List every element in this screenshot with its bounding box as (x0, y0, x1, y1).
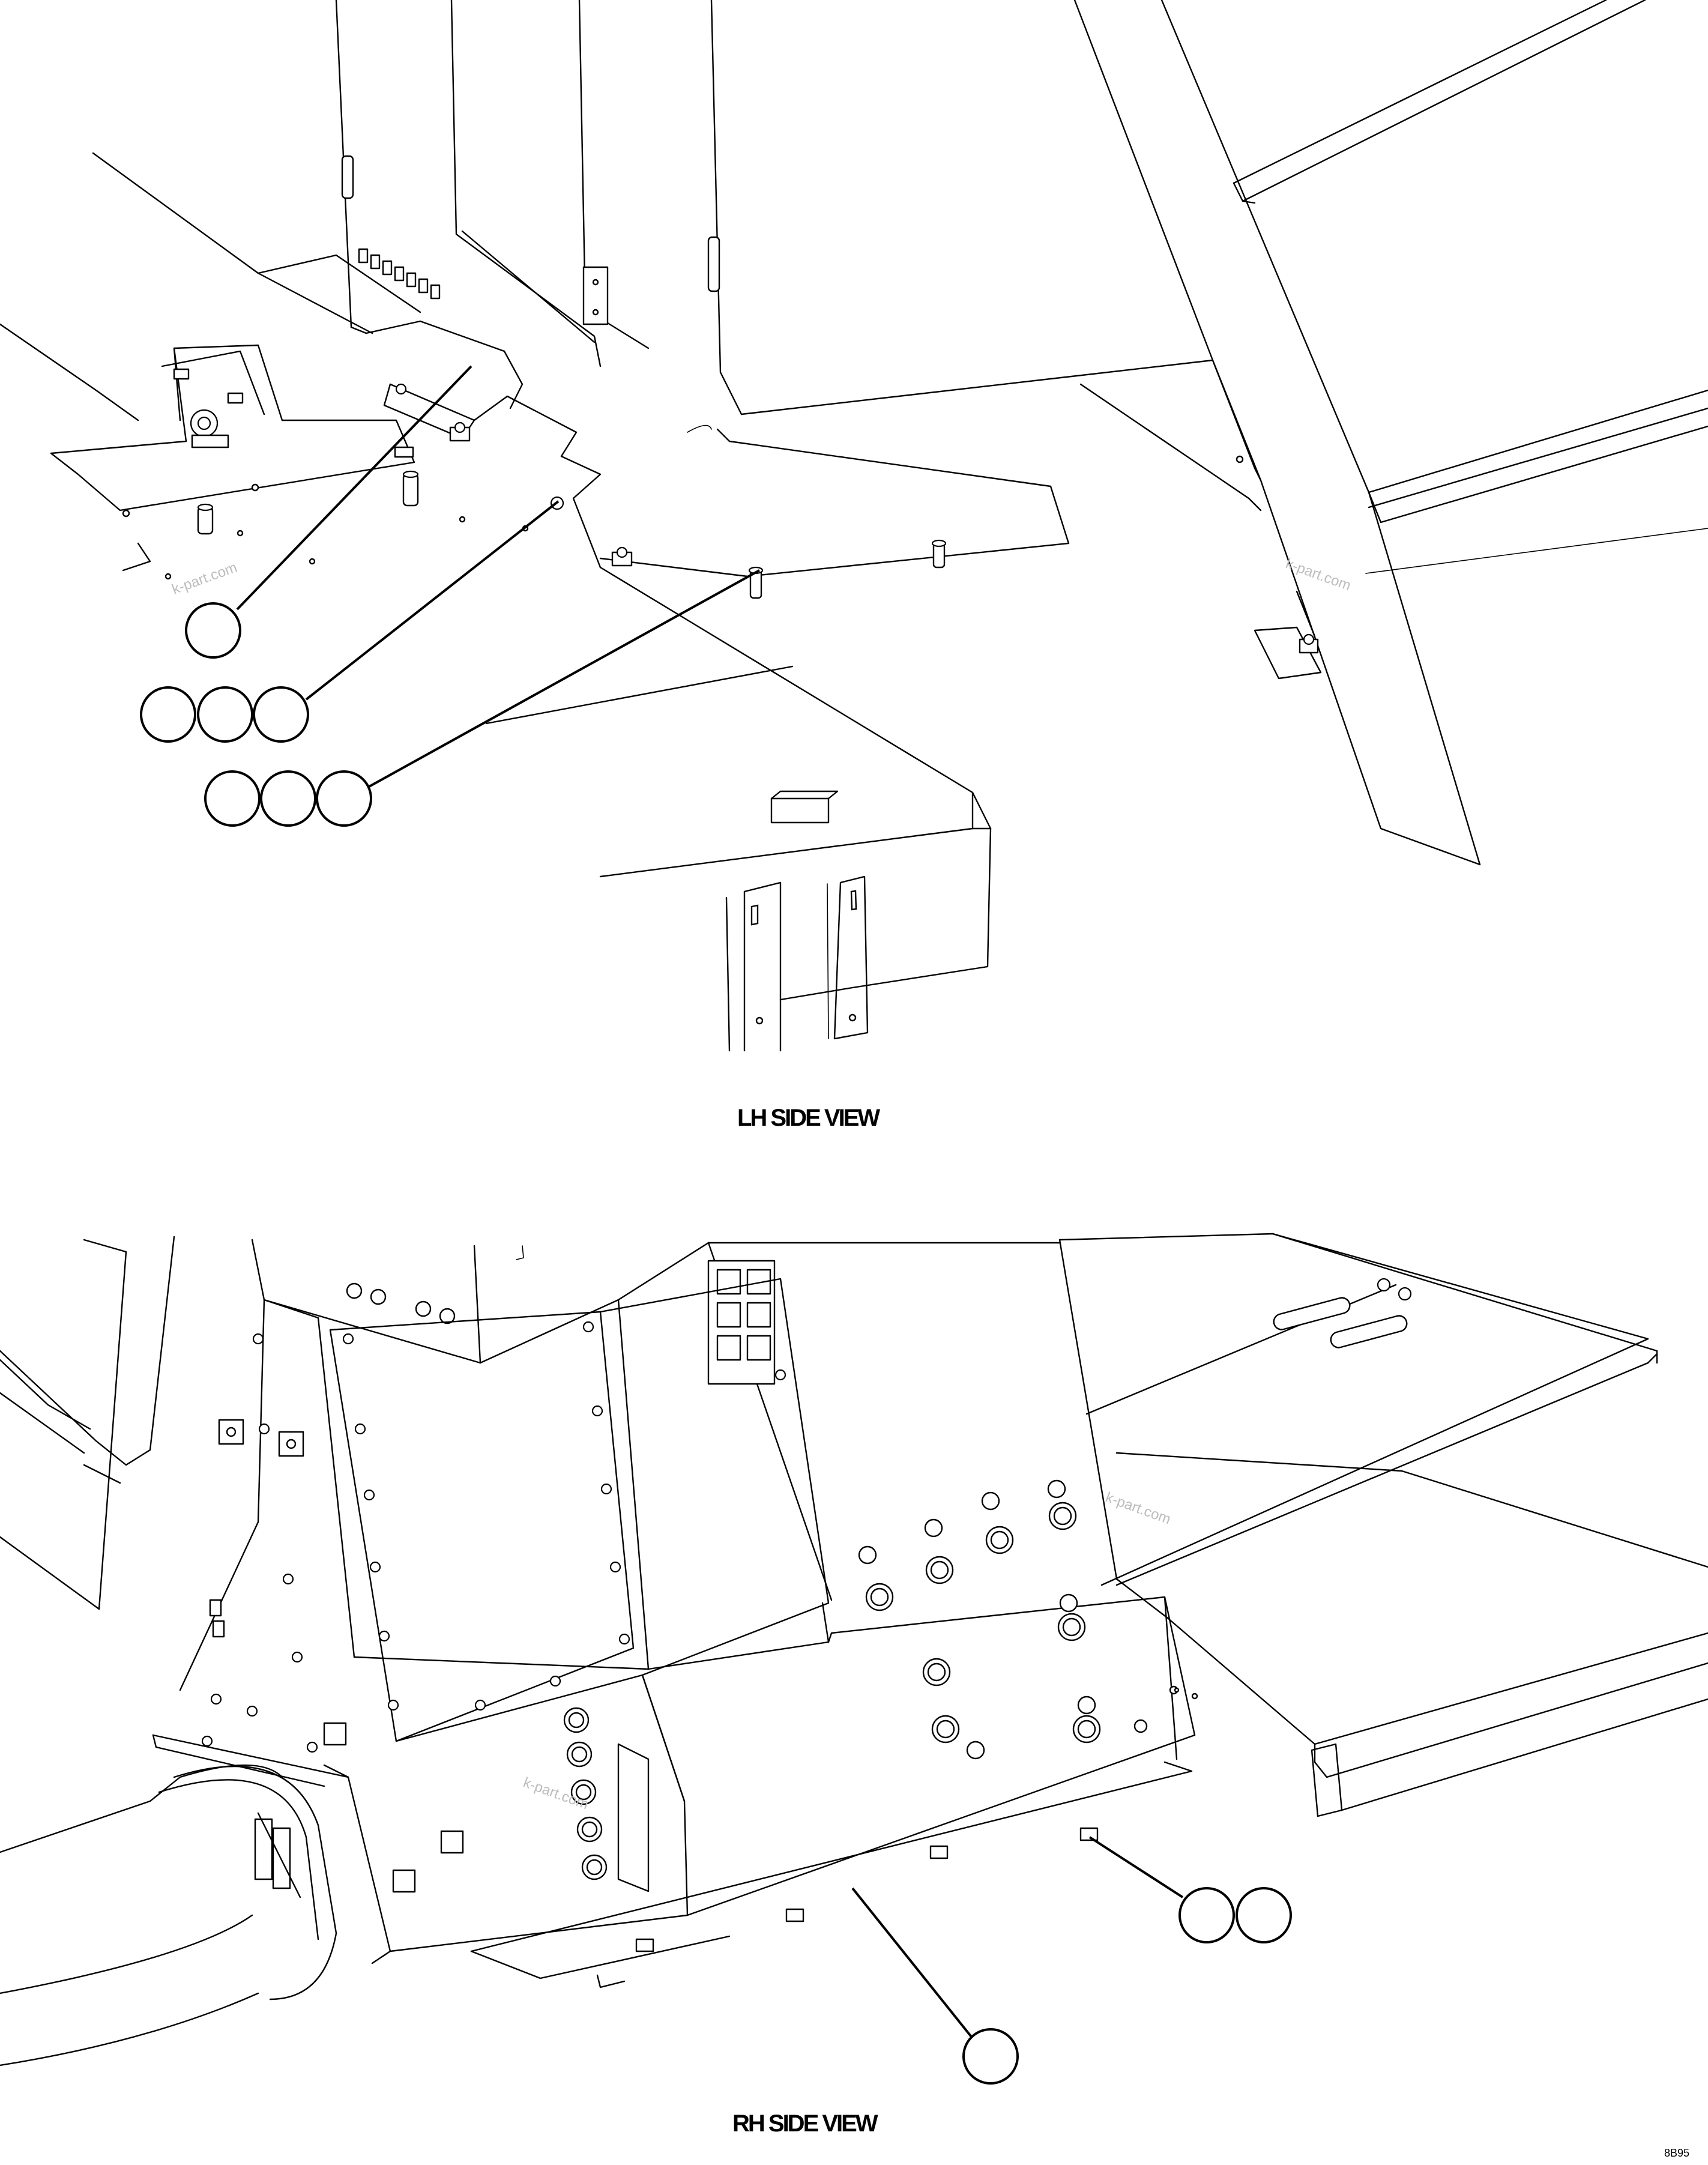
hinge-icon (341, 155, 354, 199)
callout-bubble (316, 770, 372, 827)
clamp-icon (254, 1818, 273, 1880)
callout-bubble (197, 686, 253, 743)
callout-bubble (204, 770, 261, 827)
lh-side-view: k-part.com k-part.com LH SIDE VIEW (0, 0, 1708, 1131)
leader-line (1088, 1836, 1184, 1898)
leader-line (305, 500, 560, 701)
callout-bubble (260, 770, 316, 827)
callout-bubble (253, 686, 309, 743)
nut-icon (635, 1938, 654, 1952)
block-icon (323, 1722, 347, 1746)
watermark: k-part.com (1103, 1489, 1173, 1527)
leader-line (369, 569, 760, 788)
slot-icon (1273, 1297, 1351, 1330)
callout-bubble (1236, 1887, 1292, 1943)
lh-callout-3 (204, 569, 760, 827)
nut-icon (785, 1908, 804, 1922)
watermark: k-part.com (170, 559, 240, 597)
vent-slots (358, 248, 441, 300)
leader-line (851, 1887, 974, 2040)
callout-bubble (1178, 1887, 1235, 1943)
pad-icon (582, 266, 609, 325)
rh-callout-1 (1088, 1836, 1292, 1943)
plate-holes (858, 1479, 1148, 1760)
clamp-icon (272, 1827, 291, 1889)
block-icon (392, 1869, 416, 1893)
lh-view-label: LH SIDE VIEW (737, 1105, 880, 1131)
rh-callout-2 (851, 1887, 1019, 2085)
lh-callout-1 (185, 365, 472, 659)
grommets (563, 1707, 608, 1880)
rh-side-view: k-part.com k-part.com RH SIDE VIEW (0, 1233, 1708, 2137)
hinge-icon (707, 236, 720, 292)
callout-bubble (140, 686, 196, 743)
panel-bolts (201, 1321, 786, 1753)
nut-icon (1079, 1827, 1099, 1841)
leader-line (236, 365, 472, 611)
callout-bubble (185, 602, 241, 659)
callout-bubble (962, 2028, 1019, 2085)
block-icon (440, 1830, 464, 1854)
lh-callout-2 (140, 500, 560, 743)
figure-code: 8B95 (1664, 2147, 1689, 2159)
block-icon (218, 1419, 244, 1445)
slot-icon (1330, 1315, 1408, 1348)
rh-view-label: RH SIDE VIEW (732, 2110, 878, 2137)
nut-icon (929, 1845, 949, 1859)
